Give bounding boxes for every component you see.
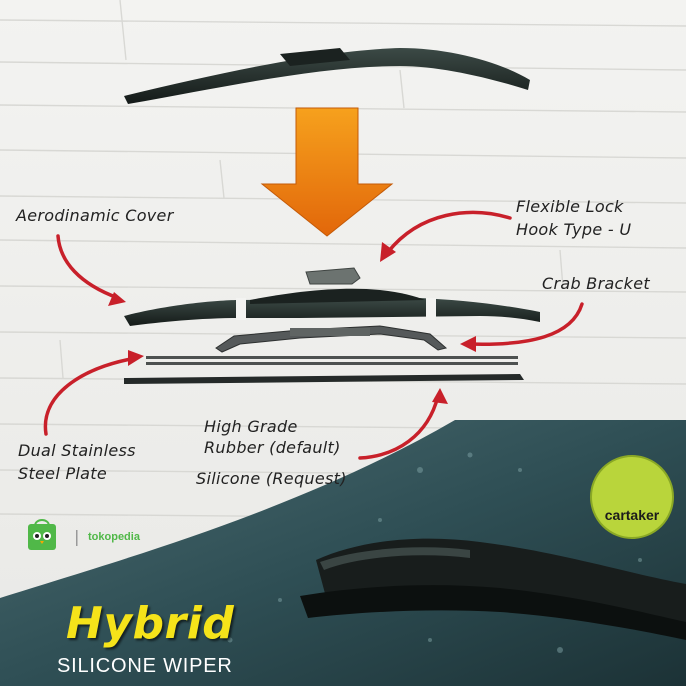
- label-steel-plate: Steel Plate: [18, 464, 107, 483]
- assembled-wiper: [124, 48, 530, 104]
- arrow-bracket: [466, 302, 584, 346]
- product-subtitle: SILICONE WIPER: [57, 655, 233, 677]
- label-flexible-lock: Flexible Lock: [516, 197, 624, 216]
- arrow-rubber: [358, 394, 440, 460]
- rubber-strip: [124, 374, 524, 384]
- annotation-arrows: [43, 210, 584, 460]
- label-crab-bracket: Crab Bracket: [542, 274, 650, 293]
- label-high-grade: High Grade: [204, 417, 298, 436]
- arrow-cover: [56, 234, 120, 300]
- divider: [76, 530, 78, 546]
- product-title: Hybrid: [66, 598, 235, 649]
- label-aerodinamic-cover: Aerodinamic Cover: [16, 206, 174, 225]
- arrow-lock: [386, 210, 512, 254]
- wiper-closeup: [300, 538, 686, 640]
- cartaker-wordmark: cartaker: [604, 507, 660, 523]
- label-hook-type: Hook Type - U: [516, 220, 632, 239]
- arrow-heads: [108, 242, 476, 404]
- arrow-plate: [43, 356, 138, 436]
- label-rubber-default: Rubber (default): [204, 438, 341, 457]
- label-silicone-request: Silicone (Request): [196, 469, 347, 488]
- hook-adapter: [305, 267, 361, 285]
- steel-plates: [146, 356, 518, 365]
- cartaker-logo: cartaker: [590, 455, 674, 539]
- tokopedia-wordmark: tokopedia: [88, 531, 140, 543]
- label-dual-stainless: Dual Stainless: [18, 441, 136, 460]
- aerodynamic-cover-part: [124, 288, 540, 326]
- tokopedia-bag-icon: [28, 519, 56, 550]
- down-arrow-icon: [260, 107, 394, 237]
- crab-bracket-part: [215, 325, 448, 353]
